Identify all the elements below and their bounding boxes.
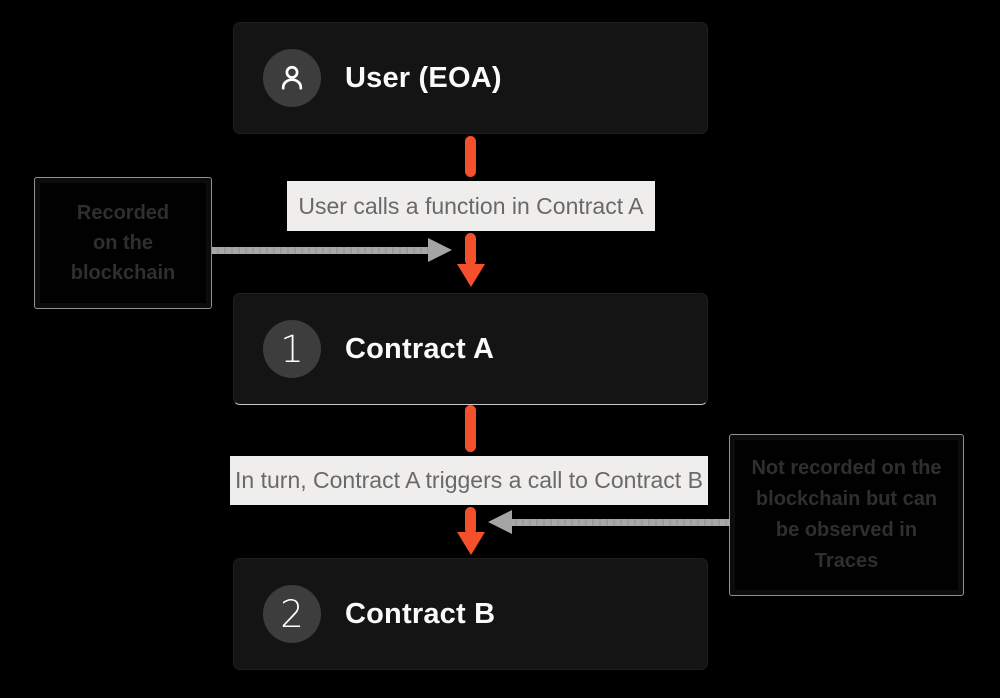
callout-not-recorded: Not recorded on the blockchain but can b…: [729, 434, 964, 596]
person-icon: [281, 65, 303, 90]
arrow-user-to-a-shaft-top: [465, 136, 476, 177]
contract-a-number-badge: 1: [263, 320, 321, 378]
node-user-eoa: User (EOA): [233, 22, 708, 134]
callout-not-recorded-line: Traces: [814, 550, 879, 572]
callout-recorded-line: Recorded: [76, 202, 170, 224]
edge-label-a-to-b: In turn, Contract A triggers a call to C…: [230, 456, 708, 505]
contract-a-number: 1: [280, 327, 304, 371]
arrow-a-to-b-head: [457, 532, 485, 555]
arrow-a-to-b-shaft-bottom: [465, 507, 476, 535]
callout-recorded-line: on the: [93, 232, 153, 254]
contract-b-number: 2: [280, 592, 304, 636]
gray-arrow-not-recorded-shaft: [510, 519, 730, 526]
gray-arrow-not-recorded-head: [488, 510, 512, 534]
node-user-label: User (EOA): [345, 61, 502, 94]
gray-arrow-recorded-shaft: [212, 247, 431, 254]
arrow-user-to-a-shaft-bottom: [465, 233, 476, 266]
callout-not-recorded-line: Not recorded on the: [751, 457, 942, 479]
callout-not-recorded-line: be observed in: [775, 519, 918, 541]
callout-recorded: Recorded on the blockchain: [34, 177, 212, 309]
callout-recorded-line: blockchain: [70, 262, 176, 284]
callout-not-recorded-line: blockchain but can: [755, 488, 938, 510]
arrow-a-to-b-shaft-top: [465, 405, 476, 452]
node-contract-a: 1 Contract A: [233, 293, 708, 405]
user-avatar: [263, 49, 321, 107]
gray-arrow-recorded-head: [428, 238, 452, 262]
edge-label-user-to-a: User calls a function in Contract A: [287, 181, 655, 231]
node-contract-b: 2 Contract B: [233, 558, 708, 670]
node-contract-a-label: Contract A: [345, 332, 495, 365]
node-contract-b-label: Contract B: [345, 597, 496, 630]
arrow-user-to-a-head: [457, 264, 485, 287]
contract-b-number-badge: 2: [263, 585, 321, 643]
